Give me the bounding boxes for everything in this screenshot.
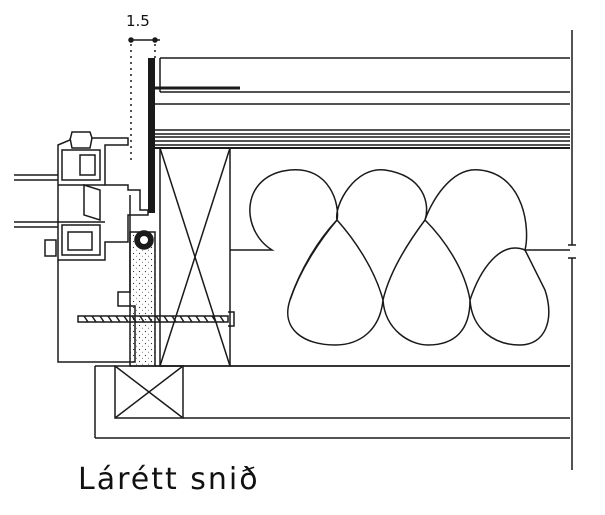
insulation-zone bbox=[155, 147, 570, 367]
dimension-label: 1.5 bbox=[126, 12, 150, 30]
dimension-marker: 1.5 bbox=[126, 12, 160, 160]
window-frame-profile bbox=[14, 131, 149, 261]
wall-break-line bbox=[568, 30, 576, 470]
batt-insulation bbox=[230, 169, 570, 346]
timber-stud bbox=[159, 147, 231, 367]
wall-cladding-layers bbox=[148, 57, 570, 213]
drawing-caption: Lárétt snið bbox=[78, 462, 260, 497]
screw-fastener bbox=[77, 311, 235, 327]
inner-lining bbox=[94, 365, 570, 439]
window-sill-frame bbox=[57, 195, 156, 367]
lower-timber-block bbox=[114, 365, 184, 419]
